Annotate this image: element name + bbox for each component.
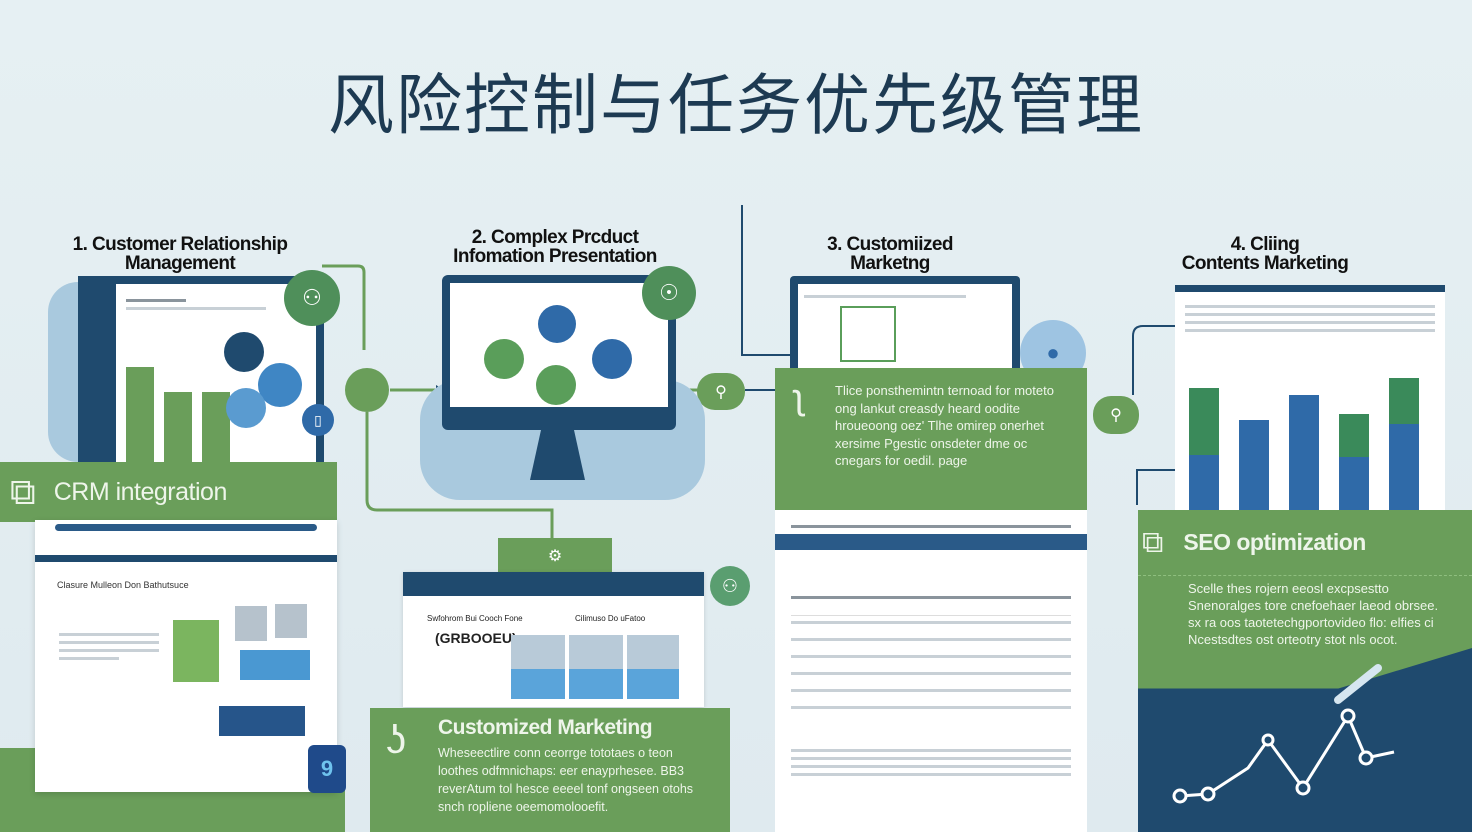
figure-icon: ʅ — [795, 376, 803, 417]
point — [1295, 780, 1311, 796]
marketing-document — [775, 510, 1087, 832]
phone-icon: ▯ — [302, 404, 334, 436]
bar — [126, 367, 154, 462]
point — [1261, 733, 1275, 747]
node-icon — [484, 339, 524, 379]
crm-integration-banner: ⧉ CRM integration — [0, 462, 337, 522]
point — [1340, 708, 1356, 724]
bar — [1189, 388, 1219, 510]
node-icon — [258, 363, 302, 407]
page-title: 风险控制与任务优先级管理 — [328, 67, 1144, 144]
seo-card: ⧉ SEO optimization Scelle thes rojern ee… — [1138, 510, 1472, 690]
point — [1172, 788, 1188, 804]
user-icon: ⚇ — [710, 566, 750, 606]
customized-marketing-label: Customized Marketing — [438, 716, 653, 739]
point — [1358, 750, 1374, 766]
panel-left-title: Swfohrom Bui Cooch Fone — [427, 614, 523, 623]
dashboard-title: Clasure Mulleon Don Bathutsuce — [57, 580, 189, 590]
card — [240, 650, 310, 680]
bar — [1389, 378, 1419, 510]
card — [275, 604, 307, 638]
node-icon — [536, 365, 576, 405]
node-icon — [592, 339, 632, 379]
customized-marketing-text: Wheseectlire conn ceorrge tototaes o teo… — [438, 746, 694, 814]
user-icon: ⚇ — [284, 270, 340, 326]
content-chart-panel — [1175, 285, 1445, 510]
seo-text: Scelle thes rojern eeosl excpsestto Snen… — [1188, 581, 1439, 647]
customized-marketing-card: ʖ Customized Marketing Wheseectlire conn… — [370, 708, 730, 832]
settings-icon: ⚙ — [498, 538, 612, 574]
bar — [1289, 395, 1319, 510]
panel-right-title: Cilimuso Do uFatoo — [575, 614, 646, 623]
product-browser: Swfohrom Bui Cooch Fone Cilimuso Do uFat… — [403, 572, 704, 707]
badge-tile: 9 — [308, 745, 346, 793]
connector-node — [345, 368, 389, 412]
crm-dashboard: Clasure Mulleon Don Bathutsuce — [35, 520, 337, 792]
point — [1200, 786, 1216, 802]
node-icon — [226, 388, 266, 428]
monitor-stand — [530, 430, 585, 480]
card — [173, 620, 219, 682]
product-monitor — [442, 275, 676, 430]
link-icon: ⚲ — [697, 373, 745, 410]
bar — [1339, 414, 1369, 510]
crm-integration-label: CRM integration — [53, 477, 228, 506]
pen-icon — [1334, 664, 1382, 704]
marketing-card: ʅ Tlice ponsthemintn ternoad for moteto … — [775, 368, 1087, 510]
puzzle-icon: ⧉ — [10, 470, 36, 512]
bar — [202, 392, 230, 462]
bar — [164, 392, 192, 462]
bar — [1239, 420, 1269, 510]
node-icon — [224, 332, 264, 372]
link-icon: ⚲ — [1093, 396, 1139, 434]
product-label: (GRBOOEU) — [435, 630, 517, 646]
card — [235, 606, 267, 641]
line-chart — [1172, 664, 1395, 804]
seo-label: SEO optimization — [1183, 529, 1366, 555]
lightbulb-icon: ☉ — [642, 266, 696, 320]
marketing-screen — [790, 276, 1020, 374]
card — [219, 706, 305, 736]
marketing-card-text: Tlice ponsthemintn ternoad for moteto on… — [835, 383, 1054, 468]
node-icon — [538, 305, 576, 343]
hook-icon: ʖ — [386, 718, 406, 762]
puzzle-icon: ⧉ — [1142, 525, 1164, 559]
